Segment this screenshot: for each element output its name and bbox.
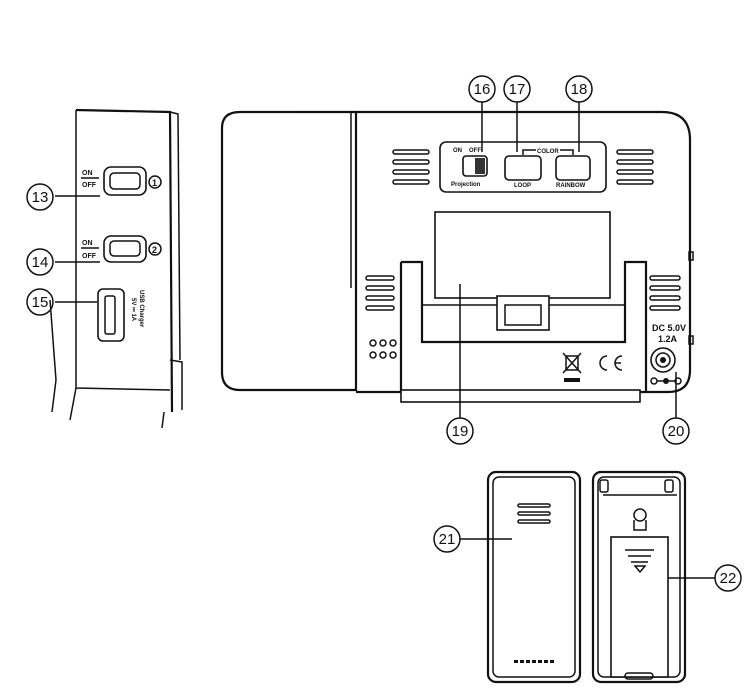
callout-19: 19 [446, 284, 474, 445]
alarm1-switch[interactable]: ON OFF 1 [81, 166, 162, 196]
rainbow-label: RAINBOW [556, 183, 586, 189]
svg-text:20: 20 [668, 423, 685, 440]
battery-compartment [591, 470, 687, 684]
callout-22: 22 [668, 564, 742, 592]
alarm1-on-label: ON [82, 170, 93, 177]
projection-label: Projection [451, 182, 481, 188]
stand-base [400, 389, 641, 403]
ce-mark-icon [599, 355, 623, 371]
vent-left-low [365, 275, 395, 311]
dc-label-line1: DC 5.0V [652, 323, 686, 333]
usb-label-line1: USB Charger [138, 290, 144, 328]
svg-text:21: 21 [439, 531, 456, 548]
callout-15: 15 [26, 288, 54, 316]
vent-right-low [649, 275, 681, 311]
rear-view: ON OFF Projection COLOR LOOP RAINBOW [220, 110, 694, 403]
grip-dots [514, 660, 554, 663]
callout-17: 17 [503, 75, 531, 152]
projection-off-label: OFF [469, 148, 481, 154]
alarm2-icon [148, 242, 162, 256]
svg-text:15: 15 [32, 294, 49, 311]
svg-text:17: 17 [509, 81, 526, 98]
alarm2-switch[interactable]: ON OFF 2 [81, 235, 162, 263]
weee-bin-icon [562, 352, 582, 382]
callout-16: 16 [468, 75, 496, 152]
svg-text:13: 13 [32, 189, 49, 206]
polarity-icon [650, 377, 682, 385]
vent-right-top [616, 149, 654, 185]
dc-jack[interactable] [650, 347, 676, 373]
battery-cover-front [486, 470, 582, 684]
callout-20: 20 [662, 372, 690, 445]
projection-on-label: ON [453, 148, 462, 154]
alarm1-badge: 1 [152, 178, 157, 188]
callout-21: 21 [433, 525, 512, 553]
callout-18: 18 [565, 75, 593, 152]
svg-text:14: 14 [32, 254, 49, 271]
usb-label-line2: 5V ⎓ 1A [130, 298, 136, 322]
alarm2-on-label: ON [82, 240, 93, 247]
side-view: ON OFF 1 ON OFF 2 USB Charger 5V ⎓ 1A [49, 108, 183, 429]
color-label: COLOR [537, 149, 559, 155]
callout-13: 13 [26, 183, 54, 211]
loop-label: LOOP [514, 183, 531, 189]
projector-window [434, 211, 611, 299]
loop-button[interactable] [504, 155, 542, 181]
keyhole-icon [633, 508, 647, 531]
svg-text:19: 19 [452, 423, 469, 440]
usb-port[interactable]: USB Charger 5V ⎓ 1A [97, 288, 144, 342]
svg-text:22: 22 [720, 570, 737, 587]
rainbow-button[interactable] [555, 155, 591, 181]
alarm2-off-label: OFF [82, 253, 97, 260]
alarm1-icon [148, 175, 162, 189]
speaker-holes [369, 339, 397, 359]
battery-door[interactable] [610, 536, 669, 678]
vent-left-top [392, 149, 430, 185]
callout-14: 14 [26, 248, 54, 276]
svg-text:18: 18 [571, 81, 588, 98]
svg-text:16: 16 [474, 81, 491, 98]
dc-label-line2: 1.2A [658, 334, 678, 344]
alarm2-badge: 2 [152, 245, 157, 255]
alarm1-off-label: OFF [82, 182, 97, 189]
